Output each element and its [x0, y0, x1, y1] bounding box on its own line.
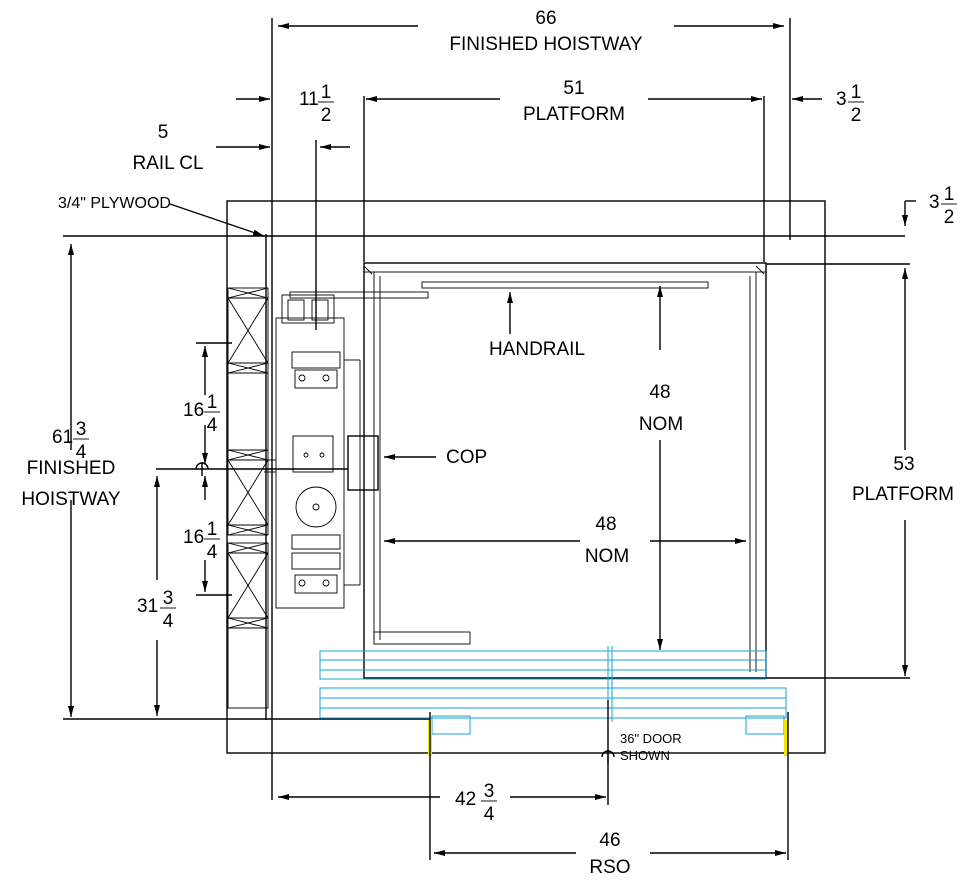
- rail-cl-depth-dimension: 31 3 4: [137, 588, 176, 632]
- svg-text:4: 4: [207, 415, 218, 436]
- svg-text:2: 2: [321, 105, 332, 126]
- rail-cl-label: RAIL CL: [132, 153, 203, 174]
- handrail-callout: HANDRAIL: [489, 339, 585, 360]
- plywood-label: 3/4" PLYWOOD: [58, 195, 171, 212]
- svg-text:HOISTWAY: HOISTWAY: [21, 489, 121, 510]
- svg-text:3: 3: [76, 419, 87, 440]
- rail-blocking: [227, 287, 269, 709]
- rso-label: RSO: [589, 857, 630, 878]
- svg-text:3: 3: [484, 781, 495, 802]
- platform-width-value: 51: [563, 78, 584, 99]
- svg-text:11: 11: [299, 89, 319, 110]
- door-assembly: [319, 646, 787, 735]
- svg-text:31: 31: [137, 596, 158, 617]
- hoistway-depth-dimension: 61 3 4 FINISHED HOISTWAY: [21, 419, 121, 510]
- sill-markers: [271, 700, 789, 860]
- platform-depth-label: PLATFORM: [852, 484, 954, 505]
- svg-text:1: 1: [944, 184, 955, 205]
- svg-text:3: 3: [163, 588, 174, 609]
- dimension-lines: [68, 23, 916, 856]
- hoistway-outline: [63, 18, 905, 754]
- cab-width-value: 48: [595, 514, 616, 535]
- platform-width-label: PLATFORM: [523, 104, 625, 125]
- rail-lower-dimension: 16 1 4: [183, 519, 220, 563]
- door-callout-line1: 36" DOOR: [620, 731, 682, 746]
- car-platform: [289, 262, 767, 679]
- door-callout-line2: SHOWN: [620, 748, 670, 763]
- svg-text:16: 16: [183, 527, 204, 548]
- door-cl-dimension: 42 3 4: [455, 781, 497, 825]
- hoistway-width-value: 66: [535, 8, 556, 29]
- svg-text:2: 2: [851, 105, 862, 126]
- svg-text:1: 1: [321, 82, 332, 103]
- rail-cl-value: 5: [158, 122, 169, 143]
- svg-text:2: 2: [944, 207, 955, 228]
- svg-text:61: 61: [52, 427, 73, 448]
- svg-text:1: 1: [851, 82, 862, 103]
- rail-upper-dimension: 16 1 4: [183, 392, 220, 436]
- svg-text:16: 16: [183, 400, 204, 421]
- svg-text:4: 4: [163, 611, 174, 632]
- svg-text:42: 42: [455, 789, 476, 810]
- svg-text:4: 4: [484, 804, 495, 825]
- top-gap-dimension: 3 1 2: [929, 184, 957, 228]
- rail-carriage: [264, 294, 361, 609]
- side-left-dimension: 11 1 2: [299, 82, 334, 126]
- svg-text:3: 3: [836, 89, 847, 110]
- cab-depth-value: 48: [649, 382, 670, 403]
- svg-text:4: 4: [207, 542, 218, 563]
- hoistway-width-label: FINISHED HOISTWAY: [449, 34, 643, 55]
- cop-callout: COP: [446, 447, 487, 468]
- cab-width-label: NOM: [585, 546, 629, 567]
- side-right-dimension: 3 1 2: [836, 82, 864, 126]
- svg-text:1: 1: [207, 519, 218, 540]
- rso-value: 46: [599, 830, 620, 851]
- platform-depth-value: 53: [893, 454, 914, 475]
- svg-text:1: 1: [207, 392, 218, 413]
- svg-text:3: 3: [929, 192, 940, 213]
- svg-text:4: 4: [76, 442, 87, 463]
- cab-depth-label: NOM: [639, 414, 683, 435]
- svg-text:FINISHED: FINISHED: [27, 458, 116, 479]
